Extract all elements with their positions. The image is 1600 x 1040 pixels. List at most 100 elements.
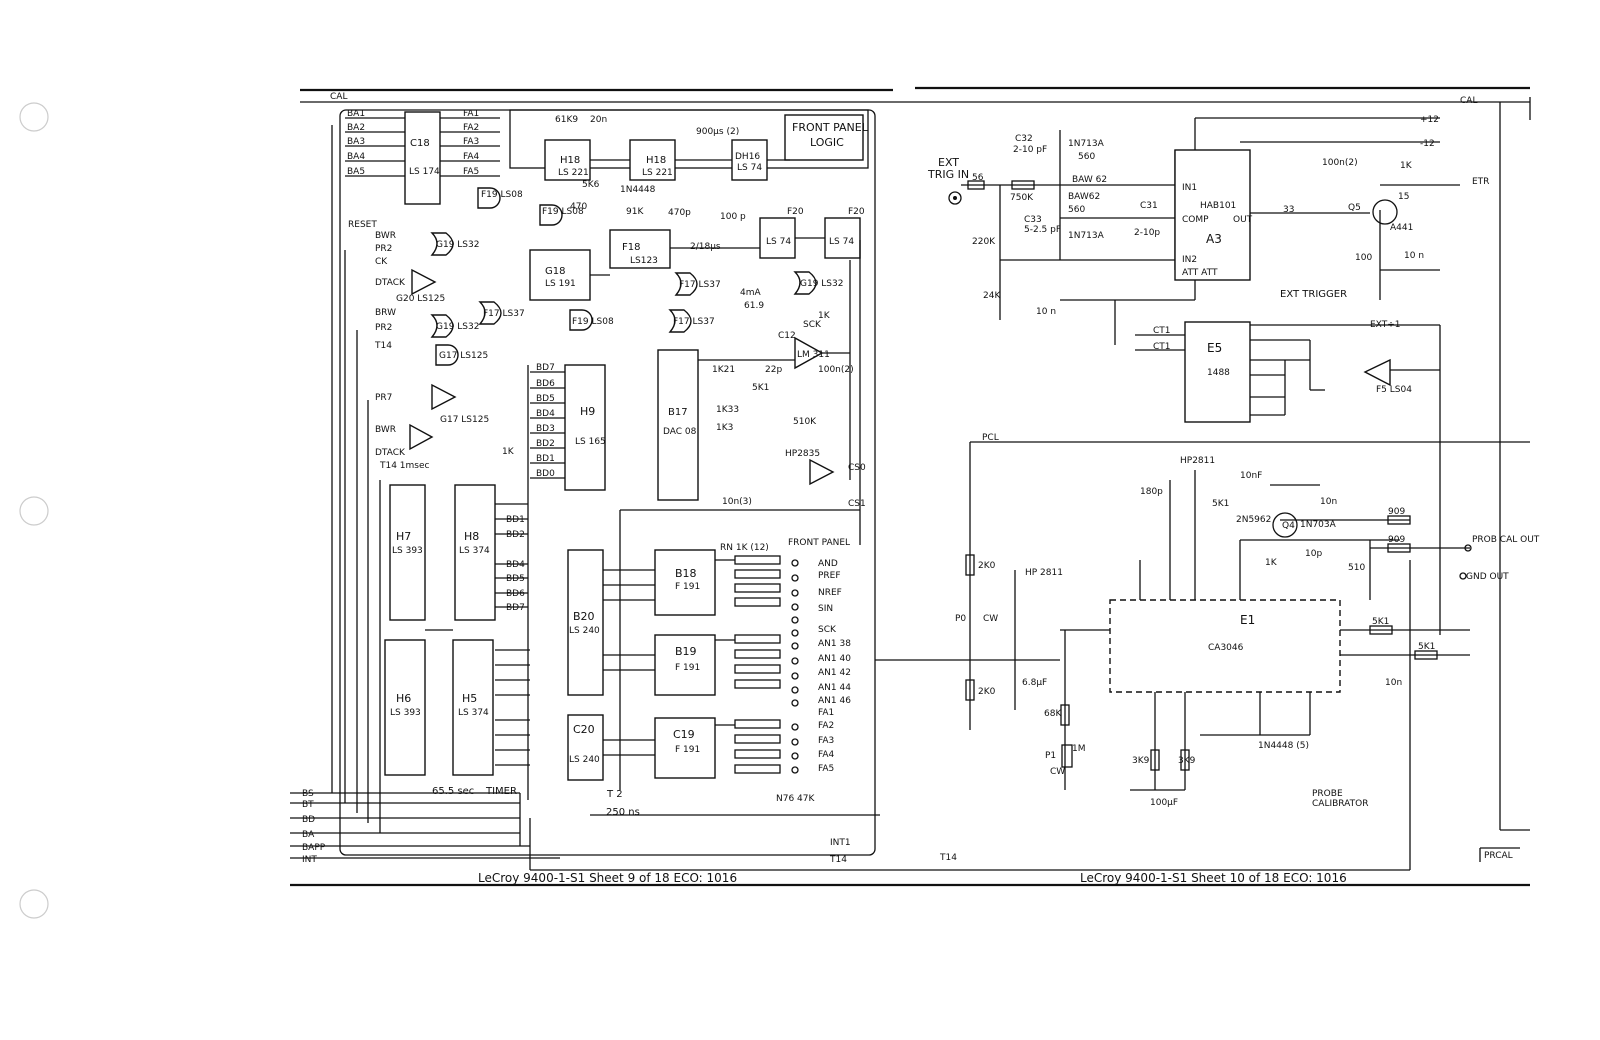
annotation: CS0 bbox=[848, 463, 866, 473]
ext-trigger-caption: EXT TRIGGER bbox=[1280, 289, 1347, 300]
pin-label: COMP bbox=[1182, 215, 1209, 225]
bd-label: BD3 bbox=[536, 424, 555, 434]
annotation: 1K33 bbox=[716, 405, 739, 415]
chip-c12 bbox=[794, 336, 824, 370]
signal-label: PR7 bbox=[375, 393, 392, 403]
annotation: 1K21 bbox=[712, 365, 735, 375]
gate-label: G17 LS125 bbox=[440, 415, 489, 425]
annotation: 20n bbox=[590, 115, 607, 125]
component-value: C33 bbox=[1024, 215, 1042, 225]
chip-c20 bbox=[567, 714, 604, 781]
component-value: 909 bbox=[1388, 535, 1405, 545]
chip-e5 bbox=[1184, 321, 1251, 423]
chip-part: LS 165 bbox=[575, 437, 606, 447]
t14-label-right: T14 bbox=[939, 853, 957, 863]
chip-f20 bbox=[824, 217, 861, 259]
component-value: 560 bbox=[1068, 205, 1085, 215]
component-value: 15 bbox=[1398, 192, 1409, 202]
component-value: 5K1 bbox=[1418, 642, 1435, 652]
bd-label: BD5 bbox=[536, 394, 555, 404]
chip-part: LS 221 bbox=[558, 168, 589, 178]
chip-part: LS 74 bbox=[766, 237, 791, 247]
chip-part: LS 74 bbox=[737, 163, 762, 173]
supply-label: -12 bbox=[1420, 139, 1435, 149]
fp-signal: SIN bbox=[818, 604, 833, 614]
chip-b19 bbox=[654, 634, 716, 696]
chip-part: LS 74 bbox=[829, 237, 854, 247]
chip-part: LS 221 bbox=[642, 168, 673, 178]
annotation: 100n(2) bbox=[818, 365, 854, 375]
chip-ref: H5 bbox=[462, 692, 477, 705]
annotation: 510K bbox=[793, 417, 817, 427]
chip-h18 bbox=[544, 139, 591, 181]
chip-part: LS 174 bbox=[409, 167, 440, 177]
bd-label: BD1 bbox=[506, 515, 525, 525]
signal-label: DTACK bbox=[375, 448, 406, 458]
annotation: 2/18μs bbox=[690, 242, 721, 252]
bd-label: BD6 bbox=[506, 589, 525, 599]
component-value: 6.8μF bbox=[1022, 678, 1047, 688]
component-value: 2K0 bbox=[978, 561, 996, 571]
gate-label: G19 LS32 bbox=[800, 279, 843, 289]
binder-hole bbox=[19, 496, 49, 526]
rn-label: RN 1K (12) bbox=[720, 543, 769, 553]
bus-label: BD bbox=[302, 815, 315, 825]
chip-h18 bbox=[629, 139, 676, 181]
front-panel-label: FRONT PANEL bbox=[788, 538, 850, 548]
pin-label: ATT ATT bbox=[1182, 268, 1218, 278]
diode-label: HP2811 bbox=[1180, 456, 1215, 466]
t2-label: T 2 bbox=[606, 789, 623, 800]
pot-label: P1 bbox=[1045, 751, 1056, 761]
component-value: 510 bbox=[1348, 563, 1365, 573]
component-value: 24K bbox=[983, 291, 1001, 301]
chip-h7 bbox=[389, 484, 426, 621]
bus-label: BS bbox=[302, 789, 314, 799]
gate-g19-or bbox=[793, 271, 817, 295]
component-value: 100μF bbox=[1150, 798, 1178, 808]
rn6-label: N76 47K bbox=[776, 794, 815, 804]
pot-label: CW bbox=[983, 614, 998, 624]
chip-part: F 191 bbox=[675, 663, 700, 673]
fp-signal: AN1 38 bbox=[818, 639, 851, 649]
pin-label: IN2 bbox=[1182, 255, 1197, 265]
signal-label: PR2 bbox=[375, 323, 392, 333]
pcl-label: PCL bbox=[982, 433, 999, 443]
chip-part: LS 240 bbox=[569, 626, 600, 636]
component-value: 180p bbox=[1140, 487, 1163, 497]
fa-label: FA2 bbox=[463, 123, 479, 133]
chip-b18 bbox=[654, 549, 716, 616]
annotation: 10n(3) bbox=[722, 497, 752, 507]
component-value: 3K9 bbox=[1178, 756, 1196, 766]
fa-label: FA4 bbox=[463, 152, 480, 162]
gate-g17-buffer bbox=[409, 423, 434, 451]
fp-signal: AN1 46 bbox=[818, 696, 851, 706]
gate-g19-or bbox=[430, 314, 454, 338]
chip-ref: C20 bbox=[573, 723, 595, 736]
pin-label: OUT bbox=[1233, 215, 1253, 225]
component-value: 10 n bbox=[1036, 307, 1056, 317]
chip-ref: H18 bbox=[646, 155, 666, 166]
component-value: C32 bbox=[1015, 134, 1033, 144]
component-value: 10 n bbox=[1404, 251, 1424, 261]
ba-label: BA1 bbox=[347, 109, 365, 119]
chip-part: HAB101 bbox=[1200, 201, 1236, 211]
chip-ref: F20 bbox=[787, 207, 804, 217]
block-title-1: FRONT PANEL bbox=[792, 121, 869, 134]
component-value: 2-10p bbox=[1134, 228, 1160, 238]
component-value: 560 bbox=[1078, 152, 1095, 162]
fp-signal: PREF bbox=[818, 571, 841, 581]
transistor-part: A441 bbox=[1390, 223, 1413, 233]
chip-ref: B18 bbox=[675, 567, 697, 580]
front-panel-logic-box bbox=[784, 114, 864, 161]
component-value: 3K9 bbox=[1132, 756, 1150, 766]
chip-ref: H18 bbox=[560, 155, 580, 166]
bus-label: BT bbox=[302, 800, 314, 810]
gate-label: G19 LS32 bbox=[436, 322, 479, 332]
chip-ref: B17 bbox=[668, 407, 688, 418]
ext-trig-label: EXT bbox=[938, 156, 959, 169]
gate-f17-nor bbox=[478, 301, 502, 325]
signal-label: DTACK bbox=[375, 278, 406, 288]
logic-frame bbox=[339, 109, 876, 856]
diode-label: BAW62 bbox=[1068, 192, 1100, 202]
signal-label: CK bbox=[375, 257, 388, 267]
